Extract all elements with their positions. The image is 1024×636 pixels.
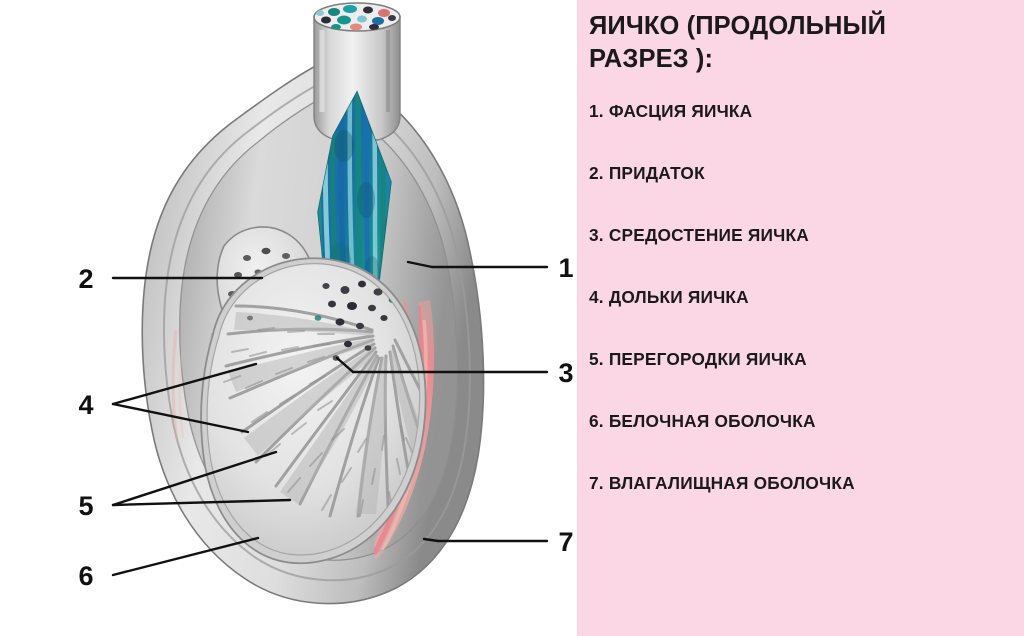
illustration-pane: 2 4 5 6 1 3 7 bbox=[78, 2, 574, 605]
leader-line-6 bbox=[111, 536, 260, 577]
leader-lines bbox=[111, 260, 549, 577]
leader-line-1-tip bbox=[406, 260, 434, 269]
leader-line-5a bbox=[111, 450, 278, 507]
legend-item-1: 1. ФАСЦИЯ ЯИЧКА bbox=[589, 101, 753, 122]
callout-number-6: 6 bbox=[78, 561, 93, 591]
leader-line-7-tip bbox=[422, 537, 440, 543]
testis-anatomy-svg: 2 4 5 6 1 3 7 bbox=[78, 2, 574, 605]
callout-number-4: 4 bbox=[78, 390, 93, 420]
legend-item-7: 7. ВЛАГАЛИЩНАЯ ОБОЛОЧКА bbox=[589, 473, 855, 494]
legend-item-6: 6. БЕЛОЧНАЯ ОБОЛОЧКА bbox=[589, 411, 816, 432]
legend-title: ЯИЧКО (ПРОДОЛЬНЫЙ РАЗРЕЗ ): bbox=[589, 12, 887, 73]
callout-number-5: 5 bbox=[78, 491, 93, 521]
legend-content: ЯИЧКО (ПРОДОЛЬНЫЙ РАЗРЕЗ ): 1. ФАСЦИЯ ЯИ… bbox=[589, 10, 1018, 494]
leader-line-3-tip bbox=[335, 356, 355, 374]
spermatic-cord bbox=[313, 2, 401, 141]
legend-item-2: 2. ПРИДАТОК bbox=[589, 163, 705, 184]
leader-line-4a bbox=[111, 362, 258, 406]
callout-number-7: 7 bbox=[558, 527, 573, 557]
callout-numbers: 2 4 5 6 1 3 7 bbox=[78, 253, 573, 591]
leader-line-4b bbox=[111, 402, 250, 434]
legend-item-5: 5. ПЕРЕГОРОДКИ ЯИЧКА bbox=[589, 349, 807, 370]
cord-vessel-dots bbox=[316, 5, 396, 31]
callout-number-1: 1 bbox=[558, 253, 573, 283]
callout-number-2: 2 bbox=[78, 264, 93, 294]
legend-item-3: 3. СРЕДОСТЕНИЕ ЯИЧКА bbox=[589, 225, 809, 246]
legend-item-4: 4. ДОЛЬКИ ЯИЧКА bbox=[589, 287, 749, 308]
leader-line-5b bbox=[111, 498, 292, 507]
callout-number-3: 3 bbox=[558, 358, 573, 388]
legend-pane: ЯИЧКО (ПРОДОЛЬНЫЙ РАЗРЕЗ ): 1. ФАСЦИЯ ЯИ… bbox=[577, 0, 1024, 636]
testis-body bbox=[200, 257, 427, 565]
